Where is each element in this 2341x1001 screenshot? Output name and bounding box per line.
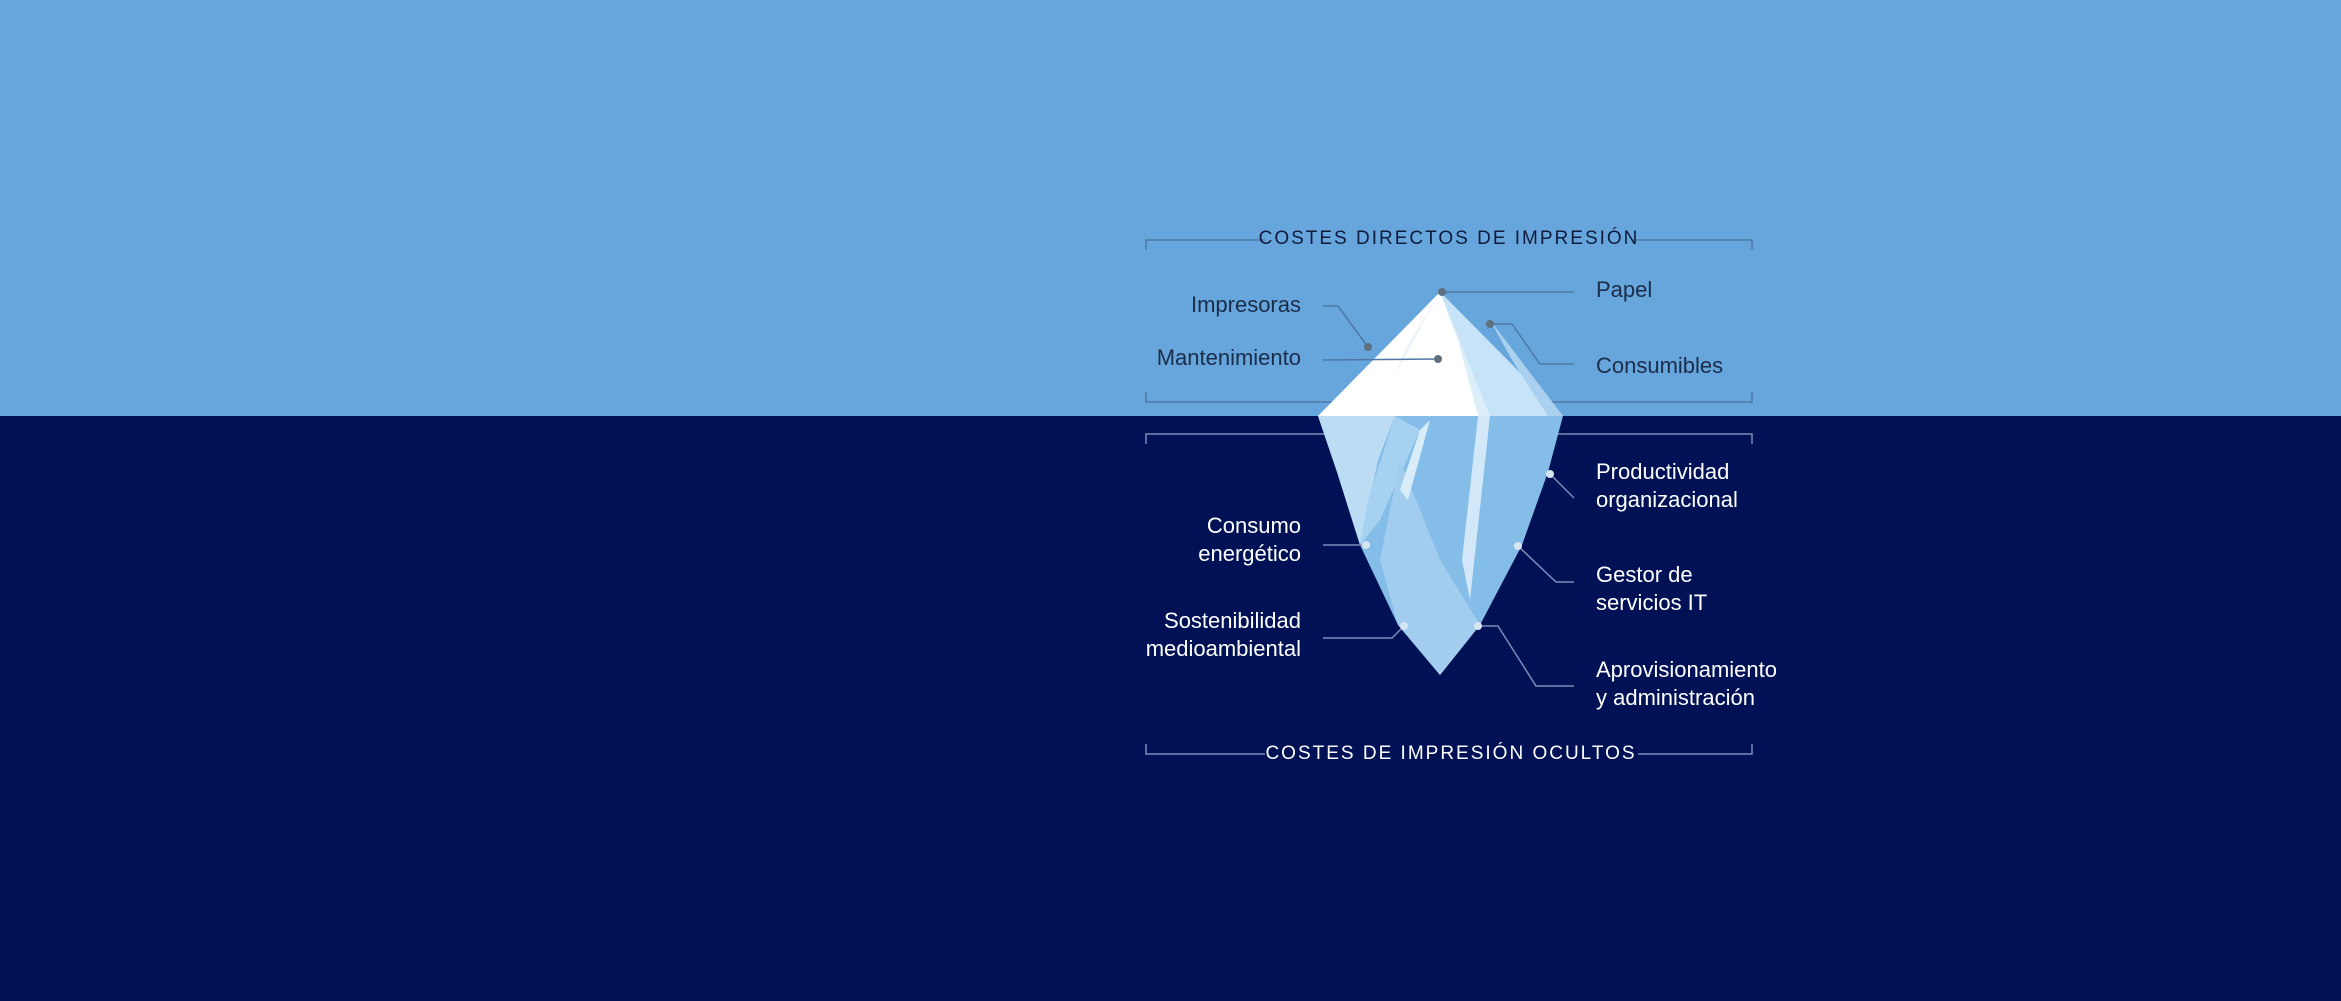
sky-background [0, 0, 2341, 416]
label-productividad-line1: Productividad [1596, 459, 1730, 484]
top-connector-dots [1364, 288, 1494, 363]
label-consumo-energetico: Consumo energético [1198, 512, 1301, 568]
label-gestor-it: Gestor de servicios IT [1596, 561, 1707, 617]
bottom-connectors [1323, 473, 1575, 687]
direct-costs-title: COSTES DIRECTOS DE IMPRESIÓN [1258, 228, 1640, 249]
label-papel: Papel [1596, 277, 1653, 302]
label-consumibles: Consumibles [1596, 353, 1724, 378]
label-productividad: Productividad organizacional [1596, 458, 1738, 514]
label-sostenibilidad-line1: Sostenibilidad [1164, 608, 1301, 633]
label-sostenibilidad-line2: medioambiental [1145, 636, 1301, 661]
hidden-costs-title: COSTES DE IMPRESIÓN OCULTOS [1265, 743, 1637, 764]
label-mantenimiento: Mantenimiento [1156, 345, 1301, 370]
label-consumo-line1: Consumo [1206, 513, 1301, 538]
bottom-connector-dots [1362, 470, 1554, 630]
label-impresoras: Impresoras [1190, 292, 1301, 317]
label-aprovisionamiento: Aprovisionamiento y administración [1596, 656, 1777, 712]
label-consumo-line2: energético [1198, 541, 1301, 566]
top-connectors [1322, 291, 1574, 365]
label-gestor-line1: Gestor de [1596, 562, 1693, 587]
label-gestor-line2: servicios IT [1596, 590, 1708, 615]
label-productividad-line2: organizacional [1596, 487, 1738, 512]
iceberg-tip [1318, 292, 1563, 416]
label-sostenibilidad: Sostenibilidad medioambiental [1146, 607, 1301, 663]
label-aprov-line1: Aprovisionamiento [1596, 657, 1777, 682]
label-aprov-line2: y administración [1596, 685, 1755, 710]
sea-background [0, 416, 2341, 1001]
iceberg-underwater [1318, 416, 1563, 675]
